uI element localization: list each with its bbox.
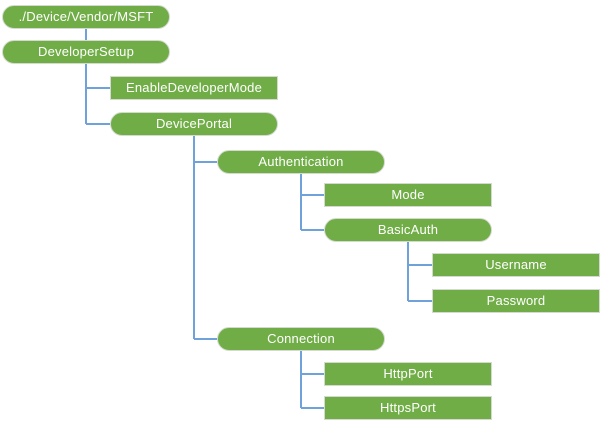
node-label: HttpsPort	[380, 400, 436, 415]
node-label: Password	[486, 293, 546, 308]
node-label: Mode	[391, 187, 425, 202]
tree-node-https-port: HttpsPort	[324, 396, 492, 420]
tree-node-http-port: HttpPort	[324, 362, 492, 386]
node-label: DevicePortal	[155, 116, 233, 131]
tree-node-authentication: Authentication	[217, 150, 385, 174]
tree-node-enable-developer-mode: EnableDeveloperMode	[110, 76, 278, 100]
node-label: DeveloperSetup	[37, 44, 135, 59]
tree-node-connection: Connection	[217, 327, 385, 351]
tree-node-mode: Mode	[324, 183, 492, 207]
node-label: EnableDeveloperMode	[125, 80, 263, 95]
tree-node-root: ./Device/Vendor/MSFT	[2, 5, 170, 29]
node-label: Connection	[267, 331, 335, 346]
tree-node-device-portal: DevicePortal	[110, 112, 278, 136]
tree-node-password: Password	[432, 289, 600, 313]
node-label: Authentication	[258, 154, 344, 169]
tree-node-developer-setup: DeveloperSetup	[2, 40, 170, 64]
node-label: BasicAuth	[377, 222, 439, 237]
node-label: Username	[485, 257, 547, 272]
node-label: ./Device/Vendor/MSFT	[18, 9, 154, 24]
tree-node-username: Username	[432, 253, 600, 277]
node-label: HttpPort	[383, 366, 433, 381]
tree-node-basic-auth: BasicAuth	[324, 218, 492, 242]
